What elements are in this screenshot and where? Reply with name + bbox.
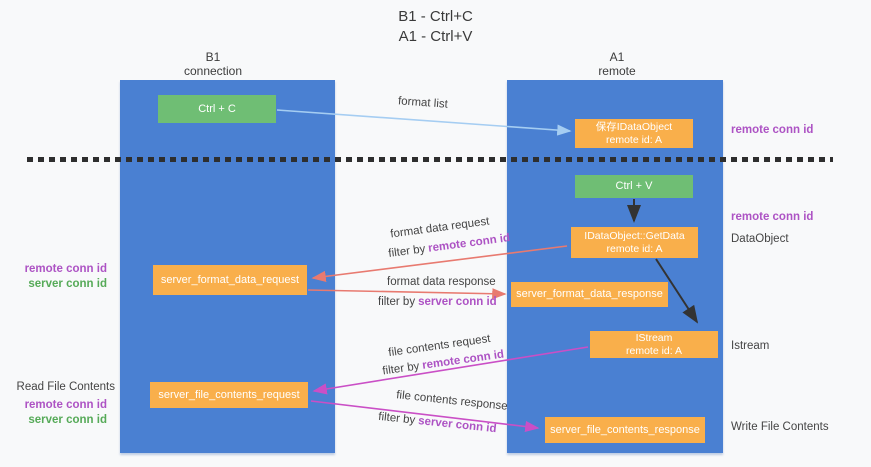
node-istream-line2: remote id: A — [625, 344, 683, 357]
diagram-title: B1 - Ctrl+C A1 - Ctrl+V — [0, 7, 871, 47]
lifeline-header-b1: B1 connection — [153, 50, 273, 78]
edge-label-format-data-response: format data response — [387, 276, 496, 288]
filter-by-text: filter by — [377, 410, 416, 427]
node-server-format-data-response: server_format_data_response — [511, 282, 668, 307]
node-file-request-label: server_file_contents_request — [158, 388, 300, 401]
lifeline-a1-subtitle: remote — [598, 64, 636, 78]
filter-server-conn-id: server conn id — [418, 296, 497, 308]
node-ctrl-v: Ctrl + V — [575, 175, 693, 198]
lifeline-b1-subtitle: connection — [183, 64, 243, 78]
node-getdata-line1: IDataObject::GetData — [584, 229, 685, 242]
label-left-bottom-remote-conn-id: remote conn id — [24, 399, 107, 411]
edge-label-format-list: format list — [397, 95, 449, 111]
title-line-2: A1 - Ctrl+V — [398, 28, 473, 45]
label-left-mid-server-conn-id: server conn id — [28, 278, 107, 290]
node-istream: IStream remote id: A — [590, 331, 718, 358]
label-left-mid-remote-conn-id: remote conn id — [24, 263, 107, 275]
filter-by-text: filter by — [387, 243, 427, 260]
label-write-file-contents: Write File Contents — [731, 421, 829, 433]
label-read-file-contents: Read File Contents — [16, 381, 115, 393]
edge-label-file-contents-response: file contents response — [395, 389, 509, 413]
node-save-dataobject-line1: 保存IDataObject — [595, 120, 673, 133]
node-save-dataobject: 保存IDataObject remote id: A — [575, 119, 693, 148]
label-left-bottom-server-conn-id: server conn id — [28, 414, 107, 426]
label-left-mid-conn-ids: remote conn id server conn id — [15, 262, 107, 292]
lifeline-header-a1: A1 remote — [557, 50, 677, 78]
node-ctrl-v-label: Ctrl + V — [615, 180, 653, 192]
filter-remote-conn-id: remote conn id — [427, 232, 511, 255]
arrow-format-data-response — [307, 288, 507, 300]
label-remote-conn-id-top: remote conn id — [731, 124, 814, 136]
label-istream: Istream — [731, 340, 770, 352]
node-server-file-contents-request: server_file_contents_request — [150, 382, 308, 408]
lifeline-b1-title: B1 — [205, 50, 221, 64]
phase-divider-dashed-line — [27, 157, 833, 162]
node-getdata-line2: remote id: A — [606, 242, 663, 255]
filter-server-conn-id: server conn id — [417, 415, 498, 436]
node-idataobject-getdata: IDataObject::GetData remote id: A — [571, 227, 698, 258]
label-dataobject: DataObject — [731, 233, 789, 245]
node-server-file-contents-response: server_file_contents_response — [545, 417, 705, 443]
node-file-response-label: server_file_contents_response — [550, 423, 700, 436]
node-server-format-data-request: server_format_data_request — [153, 265, 307, 295]
label-remote-conn-id-mid: remote conn id — [731, 211, 814, 223]
filter-by-text: filter by — [381, 360, 421, 378]
node-ctrl-c-label: Ctrl + C — [198, 102, 236, 115]
node-format-request-label: server_format_data_request — [160, 273, 300, 286]
node-ctrl-c: Ctrl + C — [158, 95, 276, 123]
lifeline-a1-title: A1 — [609, 50, 625, 64]
node-istream-line1: IStream — [635, 331, 673, 344]
node-format-response-label: server_format_data_response — [516, 288, 663, 300]
label-left-bottom-conn-ids: remote conn id server conn id — [15, 398, 107, 428]
node-save-dataobject-line2: remote id: A — [605, 133, 663, 146]
filter-by-text: filter by — [378, 296, 416, 308]
title-line-1: B1 - Ctrl+C — [398, 8, 473, 25]
